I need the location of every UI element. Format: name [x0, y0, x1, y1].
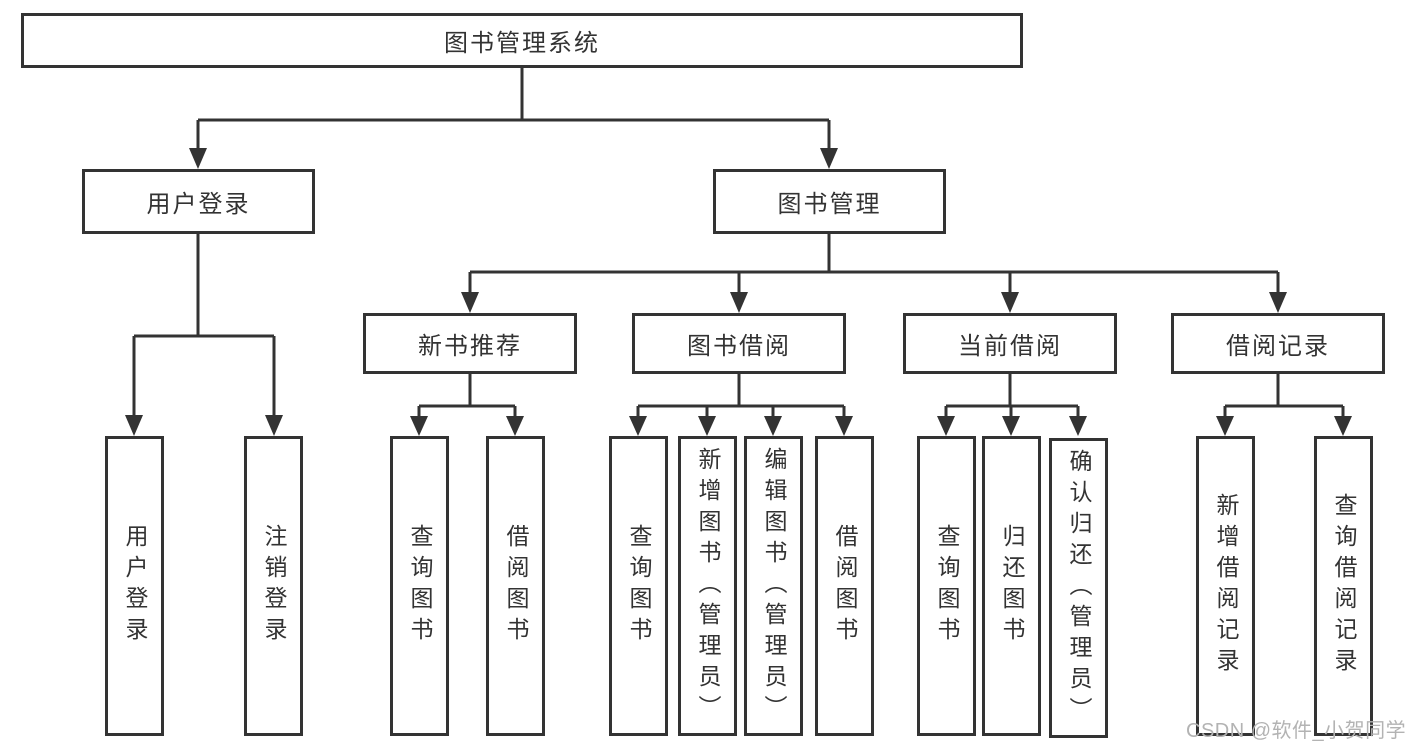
node-label: 用户登录: [122, 524, 148, 648]
leaf-add-books-admin: 新增图书（管理员）: [678, 436, 737, 736]
leaf-query-borrow-record: 查询借阅记录: [1314, 436, 1373, 736]
leaf-logout: 注销登录: [244, 436, 303, 736]
arrow-down-icon: [1269, 292, 1287, 313]
node-label: 新增借阅记录: [1213, 493, 1239, 679]
node-library-management-system: 图书管理系统: [21, 13, 1023, 68]
arrow-down-icon: [835, 416, 853, 436]
arrow-down-icon: [698, 416, 716, 436]
leaf-confirm-return-admin: 确认归还（管理员）: [1049, 438, 1108, 738]
leaf-query-books-recommend: 查询图书: [390, 436, 449, 736]
node-label: 当前借阅: [958, 333, 1062, 360]
node-label: 新书推荐: [418, 333, 522, 360]
node-label: 查询图书: [934, 524, 960, 648]
node-label: 查询图书: [626, 524, 652, 648]
node-label: 注销登录: [261, 524, 287, 648]
connector-root-to-level2: [196, 68, 831, 152]
node-borrowing-records: 借阅记录: [1171, 313, 1385, 374]
arrow-down-icon: [820, 148, 838, 169]
arrow-down-icon: [937, 416, 955, 436]
connector-bookmgmt-to-level3: [468, 234, 1280, 296]
node-label: 借阅图书: [832, 524, 858, 648]
node-book-borrowing: 图书借阅: [632, 313, 846, 374]
arrow-down-icon: [125, 415, 143, 436]
node-user-login-branch: 用户登录: [82, 169, 315, 234]
leaf-edit-books-admin: 编辑图书（管理员）: [744, 436, 803, 736]
arrow-down-icon: [461, 292, 479, 313]
node-new-book-recommend: 新书推荐: [363, 313, 577, 374]
node-book-management-branch: 图书管理: [713, 169, 946, 234]
leaf-user-login: 用户登录: [105, 436, 164, 736]
node-label: 编辑图书（管理员）: [761, 446, 787, 726]
connector-current-to-leaves: [944, 374, 1080, 420]
arrow-down-icon: [506, 416, 524, 436]
leaf-borrow-books: 借阅图书: [815, 436, 874, 736]
connector-records-to-leaves: [1223, 374, 1345, 420]
node-label: 确认归还（管理员）: [1066, 448, 1092, 728]
leaf-query-books-current: 查询图书: [917, 436, 976, 736]
node-label: 图书管理系统: [444, 30, 600, 57]
arrow-down-icon: [265, 415, 283, 436]
leaf-borrow-books-recommend: 借阅图书: [486, 436, 545, 736]
arrow-down-icon: [1002, 416, 1020, 436]
node-current-borrowing: 当前借阅: [903, 313, 1117, 374]
arrow-down-icon: [1334, 416, 1352, 436]
arrow-down-icon: [730, 292, 748, 313]
node-label: 查询借阅记录: [1331, 493, 1357, 679]
node-label: 借阅记录: [1226, 333, 1330, 360]
node-label: 查询图书: [407, 524, 433, 648]
watermark: CSDN @软件_小贺同学: [1186, 720, 1405, 742]
leaf-add-borrow-record: 新增借阅记录: [1196, 436, 1255, 736]
arrow-down-icon: [410, 416, 428, 436]
node-label: 新增图书（管理员）: [695, 446, 721, 726]
arrow-down-icon: [629, 416, 647, 436]
node-label: 图书借阅: [687, 333, 791, 360]
node-label: 图书管理: [777, 191, 882, 218]
node-label: 用户登录: [146, 191, 251, 218]
arrow-down-icon: [1216, 416, 1234, 436]
connector-borrowing-to-leaves: [636, 374, 846, 420]
arrow-down-icon: [764, 416, 782, 436]
leaf-return-books: 归还图书: [982, 436, 1041, 736]
leaf-query-books: 查询图书: [609, 436, 668, 736]
connector-newbook-to-leaves: [417, 374, 517, 420]
arrow-down-icon: [1001, 292, 1019, 313]
node-label: 借阅图书: [503, 524, 529, 648]
node-label: 归还图书: [999, 524, 1025, 648]
arrow-down-icon: [1069, 416, 1087, 436]
connector-userlogin-to-leaves: [132, 234, 276, 419]
arrow-down-icon: [189, 148, 207, 169]
